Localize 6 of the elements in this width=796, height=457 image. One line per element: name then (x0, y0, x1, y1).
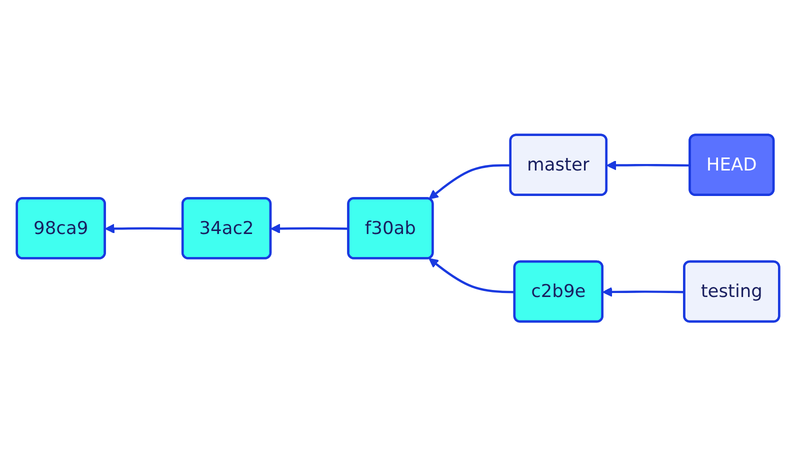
arrow (428, 258, 515, 294)
arrow (270, 224, 349, 234)
arrow (606, 160, 690, 170)
arrow (104, 224, 184, 234)
arrow (602, 287, 685, 298)
arrow (428, 164, 511, 200)
